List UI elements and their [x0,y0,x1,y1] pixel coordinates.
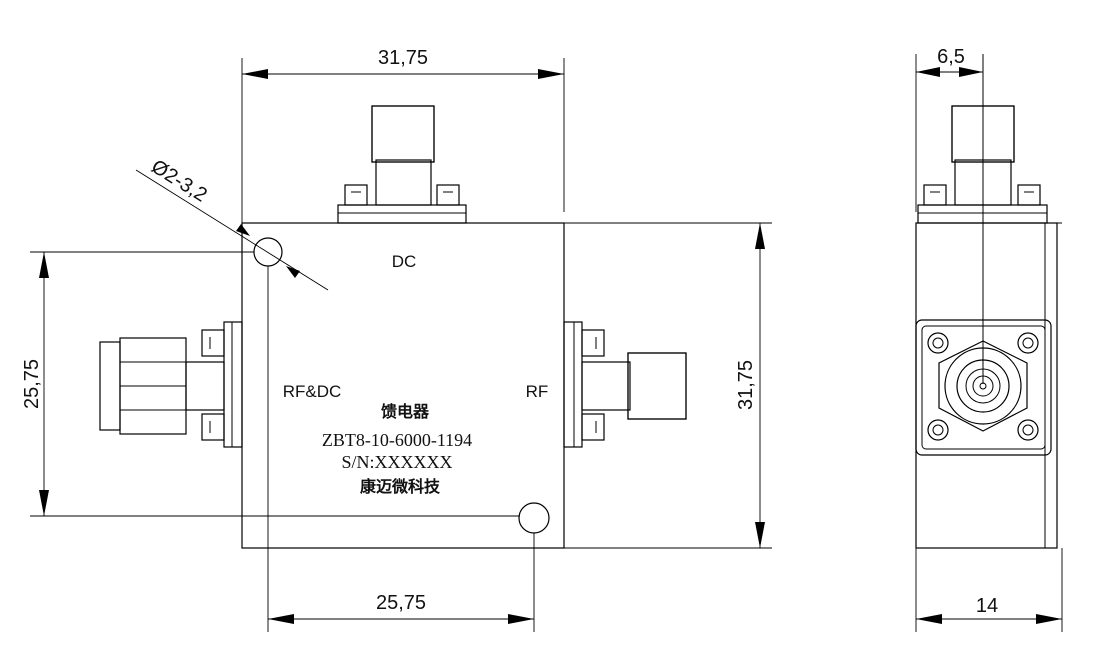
port-label-rf-dc: RF&DC [283,382,342,401]
svg-text:14: 14 [976,595,998,617]
bottom-width-dimension: 25,75 [267,266,535,632]
side-body [915,222,1058,549]
svg-text:31,75: 31,75 [378,47,428,69]
front-view: Ø2-3,2 31,75 25,75 25,75 [21,47,772,632]
rf-dc-connector [99,321,243,448]
product-name: 馈电器 [381,402,430,421]
company-name: 康迈微科技 [360,477,441,496]
svg-text:25,75: 25,75 [21,359,43,409]
side-view: 6,5 14 [915,46,1063,632]
serial-number: S/N:XXXXXX [341,452,452,472]
mounting-hole-bottom [518,502,550,534]
hole-diameter-label: Ø2-3,2 [147,156,211,207]
port-label-rf: RF [526,382,549,401]
side-offset-dimension: 6,5 [915,46,983,212]
top-width-dimension: 31,75 [241,47,565,223]
port-label-dc: DC [392,252,417,271]
left-height-dimension: 25,75 [21,251,520,517]
dc-connector [337,105,467,224]
model-number: ZBT8-10-6000-1194 [322,430,472,450]
svg-text:25,75: 25,75 [376,592,426,614]
svg-text:31,75: 31,75 [735,360,757,410]
rf-connector [563,321,687,448]
svg-text:6,5: 6,5 [937,46,965,68]
right-height-dimension: 31,75 [564,222,772,549]
side-width-dimension: 14 [915,548,1063,632]
